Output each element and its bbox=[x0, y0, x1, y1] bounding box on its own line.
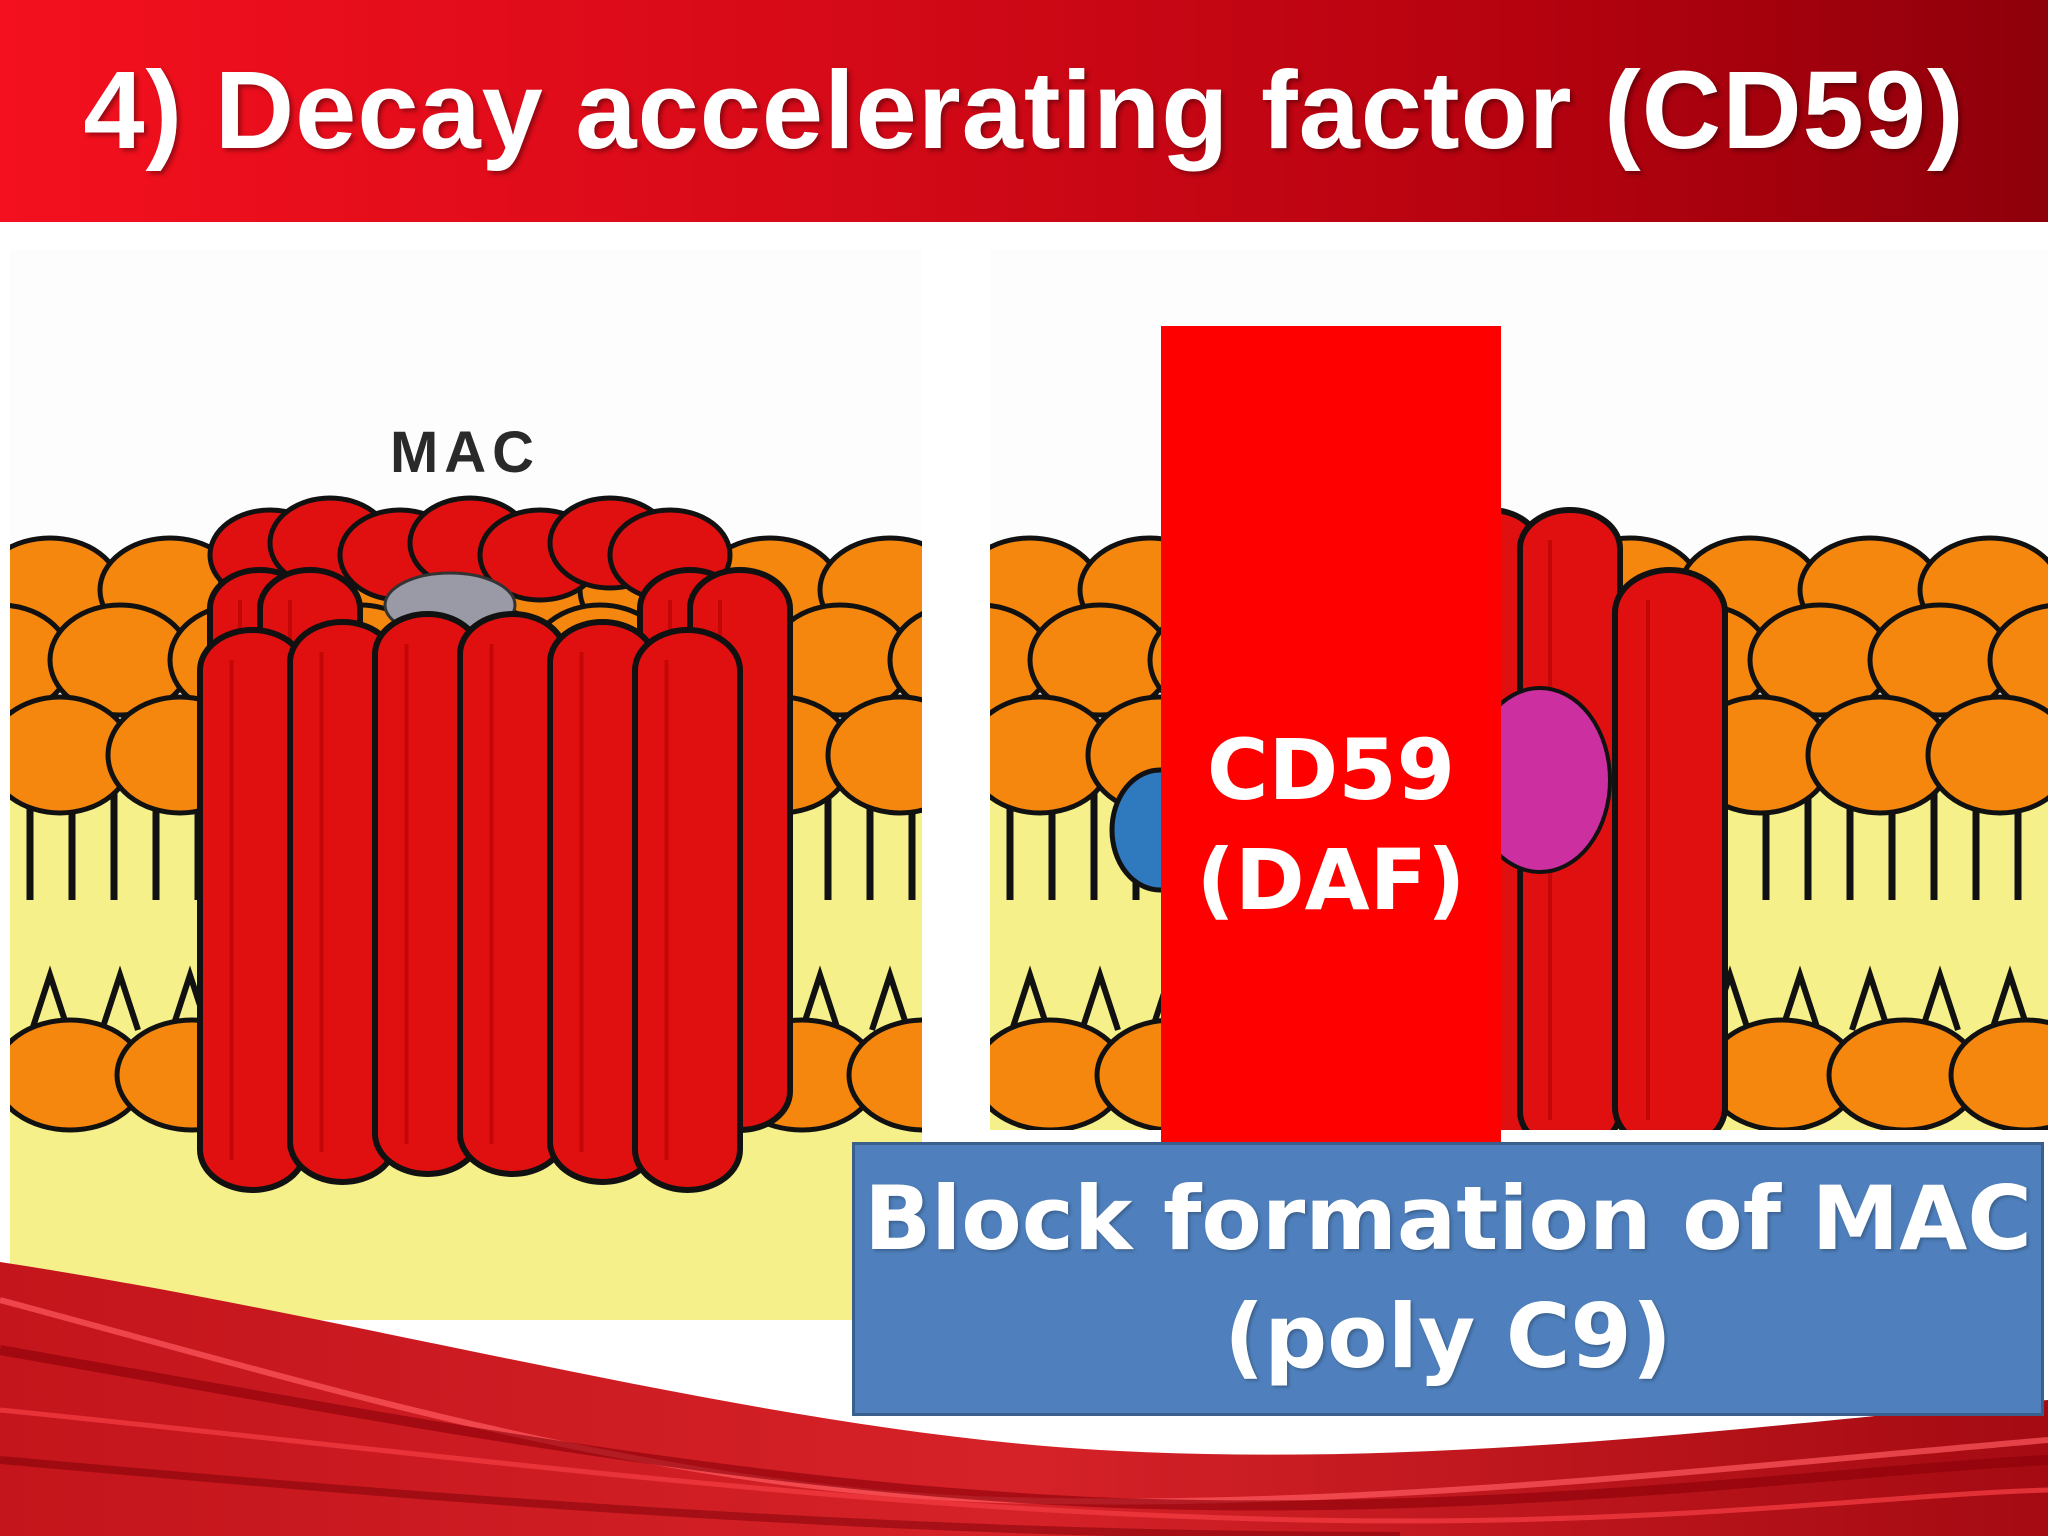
lipid-head bbox=[825, 694, 922, 816]
lipid-tail bbox=[1009, 965, 1051, 1031]
cd59-box bbox=[1161, 326, 1501, 1156]
cd59-label-line2: (DAF) bbox=[1196, 831, 1466, 929]
slide-title: 4) Decay accelerating factor (CD59) bbox=[83, 49, 1965, 172]
mac-column bbox=[632, 627, 743, 1193]
lipid-tail bbox=[1079, 965, 1121, 1031]
lipid-head bbox=[1948, 1017, 2048, 1130]
lipid-tail bbox=[869, 965, 911, 1031]
bottom-wave-decoration bbox=[0, 1262, 2048, 1536]
title-bar bbox=[0, 0, 2048, 222]
lipid-head bbox=[846, 1017, 922, 1133]
mac-label: MAC bbox=[390, 420, 540, 485]
lipid-tail bbox=[1989, 965, 2031, 1031]
cd59-label-line1: CD59 bbox=[1206, 721, 1456, 819]
left-panel: MAC bbox=[10, 250, 922, 1320]
lipid-tail bbox=[1779, 965, 1821, 1031]
lipid-tail bbox=[99, 965, 141, 1031]
mac-column bbox=[1612, 567, 1728, 1130]
mac-complex bbox=[197, 495, 793, 1193]
callout-text: Block formation of MAC (poly C9) bbox=[852, 1160, 2044, 1396]
lipid-head bbox=[1987, 603, 2048, 717]
callout-box bbox=[852, 1142, 2044, 1416]
callout-line2: (poly C9) bbox=[1224, 1285, 1672, 1388]
lipid-tail bbox=[29, 965, 71, 1031]
callout-line1: Block formation of MAC bbox=[864, 1167, 2032, 1270]
lipid-head bbox=[887, 611, 922, 709]
lipid-head bbox=[1925, 694, 2048, 816]
lipid-tail bbox=[1919, 965, 1961, 1031]
cd59-label: CD59 (DAF) bbox=[1161, 715, 1501, 935]
lipid-tail bbox=[1849, 965, 1891, 1031]
lipid-tail bbox=[799, 965, 841, 1031]
